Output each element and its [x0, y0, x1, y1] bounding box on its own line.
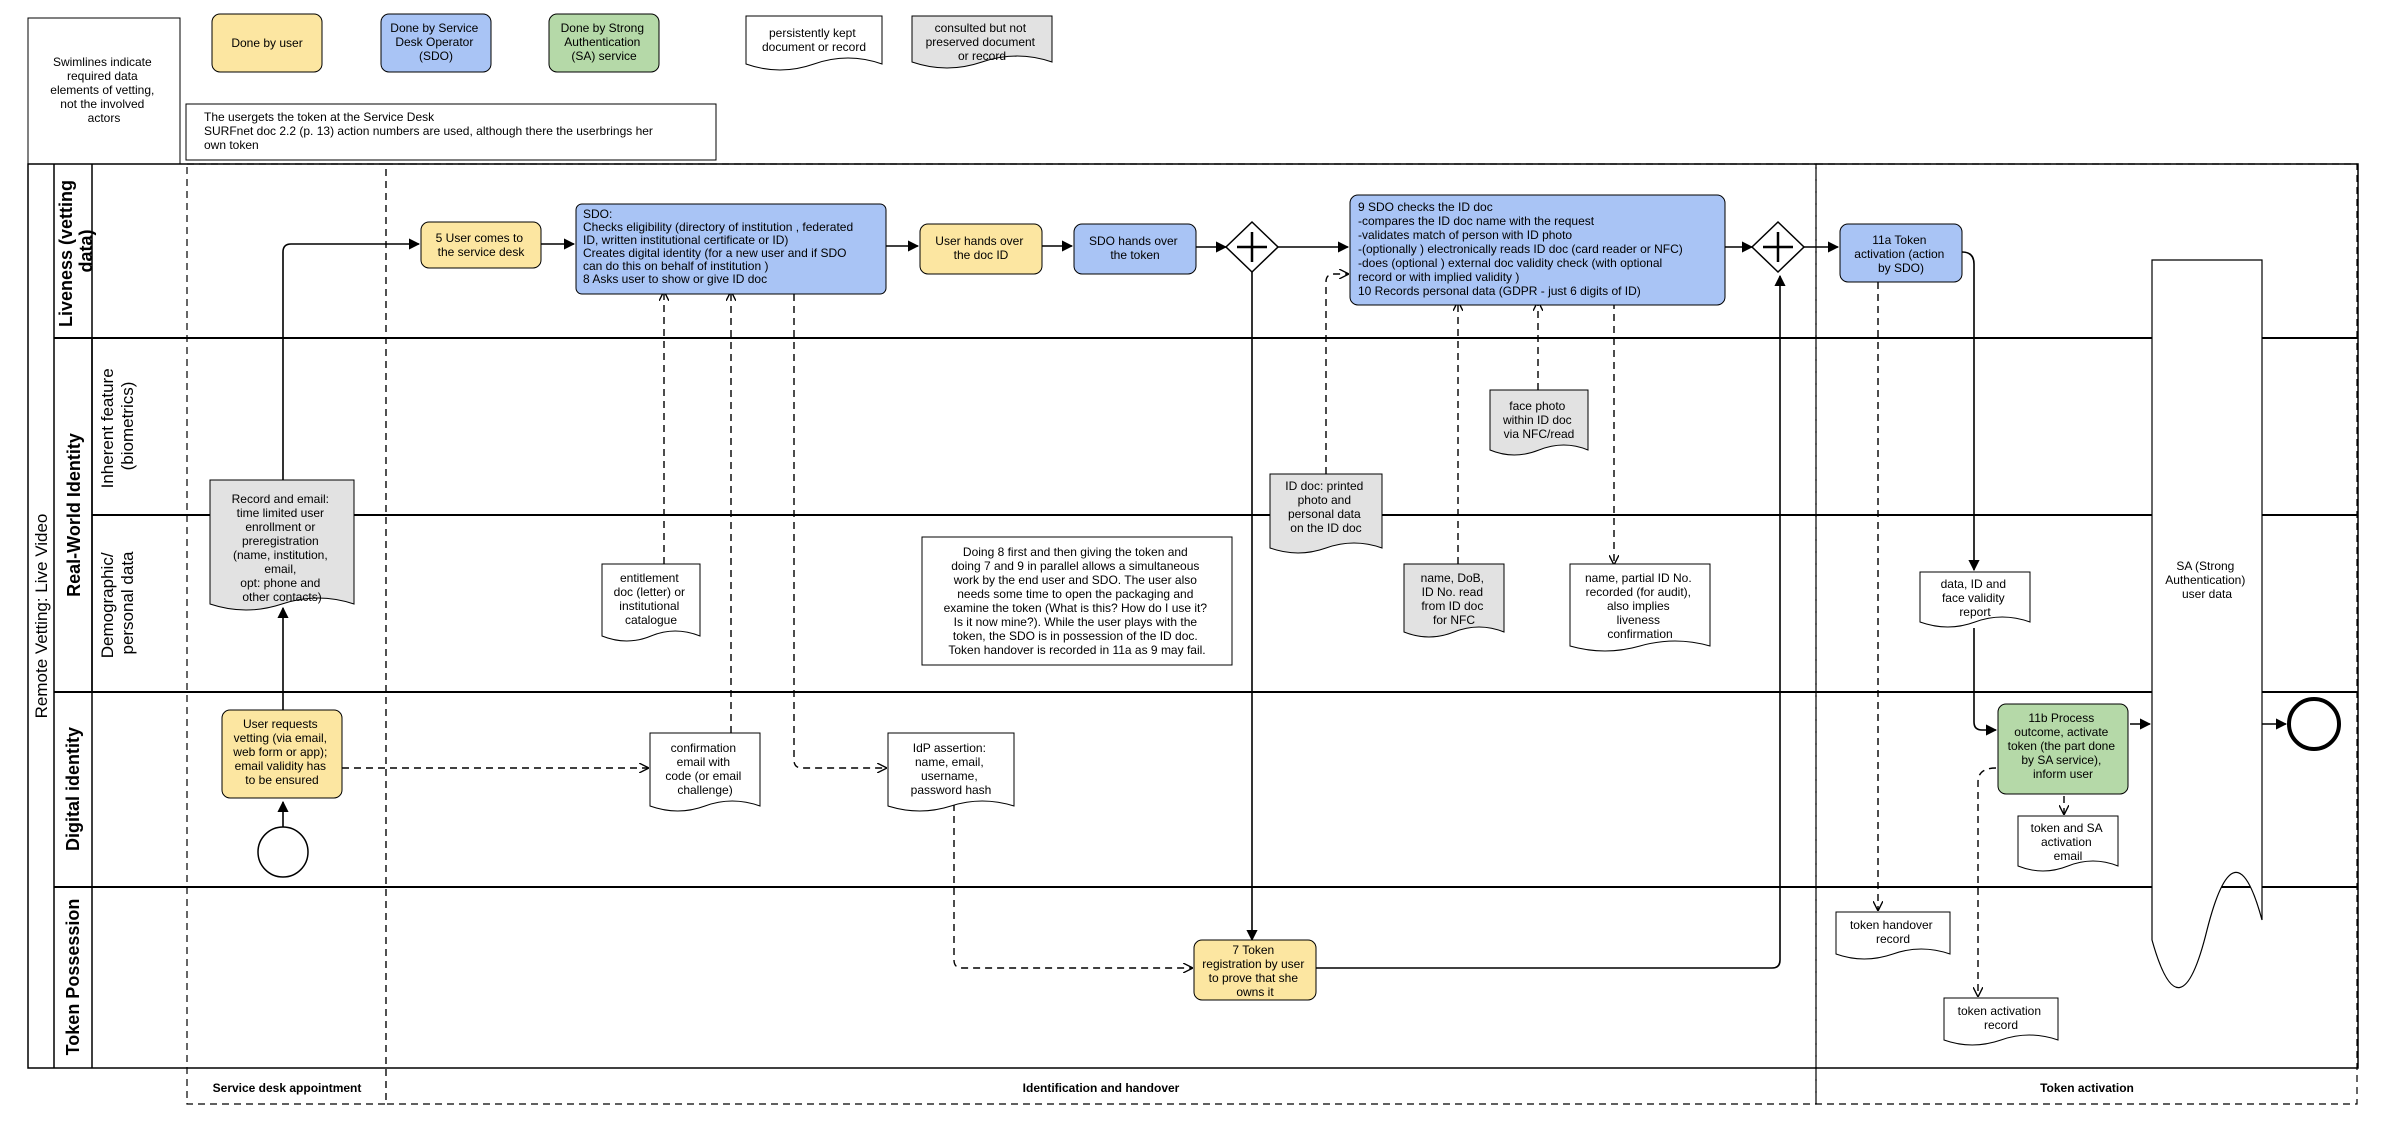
task-token-activation-11a-label: 11a Token activation (action by SDO): [1854, 233, 1947, 275]
svg-text:SA (Strong Authenticatio: SA (Strong Authentication) user data: [2165, 559, 2248, 601]
task-token-registration: 7 Token registration by user to prove th…: [1193, 939, 1317, 1001]
task-user-comes-label: 5 User comes to the service desk: [436, 231, 527, 259]
task-sdo-checks-eligibility-label: SDO: Checks eligibility (directory of in…: [583, 207, 856, 286]
assoc-sdo-to-idp: [793, 294, 886, 768]
phase-identification-frame: [385, 163, 1817, 1105]
sequence-flows: [277, 238, 2288, 969]
legend-note-box: [27, 17, 181, 165]
lane-label-digital: Digital identity: [63, 727, 83, 851]
doc-face-photo: face photo within ID doc via NFC/read: [1489, 389, 1589, 456]
doc-id-doc: ID doc: printed photo and personal data …: [1269, 473, 1383, 554]
phase-activation-frame: [1815, 163, 2358, 1105]
doc-entitlement: entitlement doc (letter) or institutiona…: [601, 563, 701, 642]
annotation-parallel-note: Doing 8 first and then giving the token …: [921, 536, 1233, 666]
lane-label-demographic: Demographic/ personal data: [98, 548, 137, 659]
phase-appointment-frame: [186, 163, 387, 1105]
svg-text:Record and email: time l: Record and email: time limited user enro…: [232, 492, 333, 604]
parallel-gateway-split: [1224, 220, 1280, 274]
lane-label-inherent: Inherent feature (biometrics): [98, 364, 137, 489]
svg-text:token and SA activation: token and SA activation email: [2031, 821, 2106, 863]
legend-sa-label: Done by Strong Authentication (SA) servi…: [561, 21, 648, 63]
task-sdo-checks-eligibility: SDO: Checks eligibility (directory of in…: [575, 203, 887, 295]
phase-appointment-label: Service desk appointment: [213, 1081, 362, 1095]
assoc-11b-to-activation-record: [1978, 767, 1997, 996]
legend-persistent-doc-shape: [745, 15, 883, 71]
task-sdo-hands-token: SDO hands over the token: [1073, 223, 1197, 275]
flow-token-reg-to-join: [1316, 274, 1786, 969]
doc-name-partial-id: name, partial ID No. recorded (for audit…: [1569, 563, 1711, 652]
scenario-note-text: The usergets the token at the Service De…: [204, 110, 656, 152]
parallel-gateway-join: [1750, 220, 1806, 274]
task-process-11b-label: 11b Process outcome, activate token (the…: [2008, 711, 2119, 781]
svg-text:data, ID and face validi: data, ID and face validity report: [1941, 577, 2010, 619]
svg-text:face photo within ID doc: face photo within ID doc via NFC/read: [1502, 399, 1575, 441]
flow-11a-to-data-report: [1961, 251, 1980, 572]
start-event: [257, 826, 309, 878]
legend: Swimlines indicate required data element…: [27, 13, 1053, 165]
svg-text:entitlement doc (letter): entitlement doc (letter) or institutiona…: [614, 571, 689, 627]
doc-idp-assertion: IdP assertion: name, email, username, pa…: [887, 732, 1015, 812]
legend-sa-box: [548, 13, 660, 73]
legend-persistent-doc-label: persistently kept document or record: [762, 26, 866, 54]
task-token-activation-11a: 11a Token activation (action by SDO): [1839, 223, 1963, 283]
doc-token-activation-record: token activation record: [1943, 997, 2059, 1046]
flow-record-to-user-comes: [282, 238, 421, 480]
pool-title: Remote Vetting: Live Video: [32, 514, 51, 719]
phase-activation-label: Token activation: [2040, 1081, 2134, 1095]
task-user-hands-doc: User hands over the doc ID: [919, 223, 1043, 275]
scenario-note-box: [185, 103, 717, 161]
doc-confirmation-email: confirmation email with code (or email c…: [649, 732, 761, 812]
lane-label-liveness: Liveness (vetting data): [56, 175, 96, 327]
doc-token-handover-record: token handover record: [1835, 911, 1951, 960]
flow-data-report-to-11b: [1973, 628, 1998, 736]
task-token-registration-label: 7 Token registration by user to prove th…: [1202, 943, 1307, 999]
svg-text:ID doc: printed photo an: ID doc: printed photo and personal data …: [1285, 479, 1366, 535]
legend-user-label: Done by user: [231, 36, 302, 50]
svg-text:IdP assertion: name, ema: IdP assertion: name, email, username, pa…: [911, 741, 992, 797]
phase-identification-label: Identification and handover: [1023, 1081, 1180, 1095]
pool: Remote Vetting: Live Video Liveness (vet…: [27, 163, 2359, 1069]
task-sdo-checks-id-doc: 9 SDO checks the ID doc -compares the ID…: [1349, 194, 1726, 306]
doc-sa-user-data: SA (Strong Authentication) user data: [2151, 259, 2263, 989]
task-user-hands-doc-label: User hands over the doc ID: [935, 234, 1026, 262]
svg-text:Doing 8 first and then giving: Doing 8 first and then giving the token …: [944, 545, 1211, 657]
task-user-requests-label: User requests vetting (via email, web fo…: [232, 717, 330, 787]
task-sdo-checks-id-doc-label: 9 SDO checks the ID doc -compares the ID…: [1358, 200, 1686, 298]
task-sdo-hands-token-label: SDO hands over the token: [1089, 234, 1181, 262]
legend-consulted-doc-label: consulted but not preserved document or …: [926, 21, 1039, 63]
legend-sdo-label: Done by Service Desk Operator (SDO): [390, 21, 481, 63]
doc-data-id-face-report: data, ID and face validity report: [1919, 571, 2031, 628]
lane-label-real-world: Real-World Identity: [64, 433, 84, 597]
legend-consulted-doc-shape: [911, 15, 1053, 69]
assoc-idp-to-token-reg: [953, 804, 1192, 968]
svg-text:token activation record: token activation record: [1958, 1004, 2045, 1032]
doc-name-dob: name, DoB, ID No. read from ID doc for N…: [1403, 563, 1505, 638]
task-user-comes: 5 User comes to the service desk: [420, 221, 542, 269]
phases: [186, 163, 2358, 1105]
legend-note-text: Swimlines indicate required data element…: [50, 55, 157, 125]
assoc-id-doc-to-check: [1325, 274, 1348, 474]
end-event: [2287, 697, 2341, 751]
lane-label-token: Token Possession: [63, 899, 83, 1056]
legend-sdo-box: [380, 13, 492, 73]
data-associations: [342, 274, 2064, 996]
svg-text:confirmation email with: confirmation email with code (or email c…: [665, 741, 744, 797]
task-process-11b: 11b Process outcome, activate token (the…: [1997, 703, 2129, 795]
task-user-requests: User requests vetting (via email, web fo…: [221, 709, 343, 799]
svg-text:token handover record: token handover record: [1850, 918, 1936, 946]
svg-text:name, partial ID No. rec: name, partial ID No. recorded (for audit…: [1585, 571, 1695, 641]
legend-user-box: [211, 13, 323, 73]
doc-record-and-email: Record and email: time limited user enro…: [209, 479, 355, 611]
svg-text:name, DoB, ID No. read: name, DoB, ID No. read from ID doc for N…: [1421, 571, 1488, 627]
doc-token-sa-email: token and SA activation email: [2017, 815, 2119, 872]
